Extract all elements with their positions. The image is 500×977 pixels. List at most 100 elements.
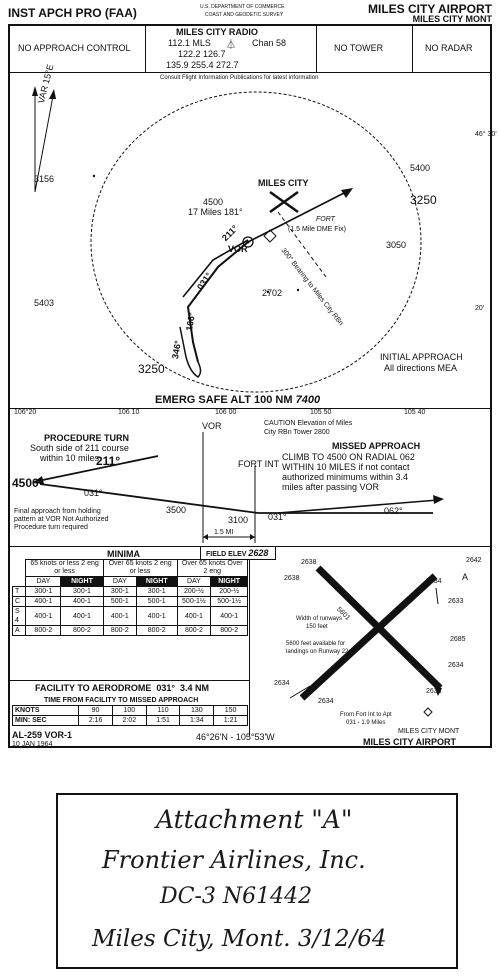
emergency-safe-altitude: EMERG SAFE ALT 100 NM 7400 xyxy=(155,394,321,406)
longitude-tick: 106 00 xyxy=(215,409,237,416)
location-header: MILES CITY MONT xyxy=(412,14,492,24)
facility-to-aerodrome: FACILITY TO AERODROME 031° 3.4 NM xyxy=(35,683,210,693)
runway-width-note: Width of runways xyxy=(296,616,343,622)
vor-label: VOR xyxy=(228,244,248,254)
outbound-211-line xyxy=(37,455,159,482)
divider xyxy=(412,24,413,72)
divider xyxy=(8,408,492,409)
fort-distance-note: 031 - 1.9 Miles xyxy=(346,720,386,726)
missed-approach-line-1: CLIMB TO 4500 ON RADIAL 062 xyxy=(282,452,415,462)
longitude-tick: 105 50 xyxy=(310,409,332,416)
runway-end-elevation: 2633 xyxy=(448,598,464,605)
magnetic-north-arrow xyxy=(34,95,54,193)
attachment-place-date: Miles City, Mont. 3/12/64 xyxy=(92,926,387,952)
longitude-tick: 106°20 xyxy=(14,409,37,416)
missed-approach-line-4: miles after passing VOR xyxy=(282,482,380,492)
info-bar xyxy=(8,24,492,73)
final-note-2: pattern at VOR Not Authorized xyxy=(14,516,109,523)
longitude-tick: 106 10 xyxy=(118,409,140,416)
radio-freq-2: 122.2 126.7 xyxy=(178,49,226,59)
col-header: DAY xyxy=(102,576,137,587)
missed-approach-line-2: WITHIN 10 MILES if not contact xyxy=(282,462,410,472)
antenna-icon: ⏃ xyxy=(226,40,236,51)
profile-vor-label: VOR xyxy=(202,421,222,431)
minima-title: MINIMA xyxy=(107,549,140,559)
runway-end-elevation: 2685 xyxy=(450,636,466,643)
airport-symbol xyxy=(269,190,299,214)
spot-elevation: 3250 xyxy=(138,362,165,376)
runway-end-elevation: 2633 xyxy=(426,688,442,695)
procedure-turn-line-2: within 10 miles xyxy=(40,453,100,463)
approach-arrow xyxy=(434,686,442,696)
missed-approach-climb xyxy=(277,499,439,514)
initial-approach-title: INITIAL APPROACH xyxy=(380,352,463,362)
radio-freq-1: 112.1 MLS xyxy=(168,38,211,48)
sector-altitude: 4500 xyxy=(203,197,224,207)
outbound-track xyxy=(182,239,249,298)
missed-approach-arrowhead xyxy=(341,188,353,198)
airport-marker-label: A xyxy=(462,572,469,582)
time-table-title: TIME FROM FACILITY TO MISSED APPROACH xyxy=(44,697,199,704)
runway-end-elevation: 2634 xyxy=(274,680,290,687)
col-header: DAY xyxy=(25,576,62,587)
true-north-arrowhead xyxy=(32,86,38,96)
radio-freq-3: 135.9 255.4 272.7 xyxy=(166,60,239,70)
field-elevation: FIELD ELEV 2628 xyxy=(206,548,269,558)
procedure-id: AL-259 VOR-1 xyxy=(12,730,73,740)
spot-elevation: 3250 xyxy=(410,193,437,207)
col-header: DAY xyxy=(176,576,212,587)
procedure-turn-line-1: South side of 211 course xyxy=(30,443,129,453)
runway-end-elevation: 2642 xyxy=(466,557,482,564)
runway-end-elevation: 2634 xyxy=(426,578,442,585)
runway-end-elevation: 2638 xyxy=(284,575,300,582)
distance-ring xyxy=(90,91,422,393)
attachment-operator: Frontier Airlines, Inc. xyxy=(102,846,366,874)
missed-approach-title: MISSED APPROACH xyxy=(332,441,421,451)
spot-elevation: 3156 xyxy=(34,174,55,184)
runway-end-elevation: 2634 xyxy=(318,698,334,705)
magnetic-north-arrowhead xyxy=(49,89,56,99)
col-header: NIGHT xyxy=(135,576,178,587)
profile-course-062: 062° xyxy=(384,506,403,516)
final-note-1: Final approach from holding xyxy=(14,508,101,515)
procedure-track xyxy=(186,241,249,363)
runway-end-elevation: 2638 xyxy=(301,559,317,566)
procedure-turn-title: PROCEDURE TURN xyxy=(44,433,130,443)
radar-status: NO RADAR xyxy=(425,43,473,53)
effective-date: 10 JAN 1964 xyxy=(12,741,53,748)
fort-int-label: FORT INT xyxy=(238,459,280,469)
divider xyxy=(145,24,146,72)
spot-elevation: 5400 xyxy=(410,163,431,173)
divider xyxy=(316,24,317,72)
profile-view xyxy=(32,432,444,543)
category-header: Over 65 knots 2 eng or less xyxy=(102,559,178,577)
divider xyxy=(8,680,249,681)
radio-channel: Chan 58 xyxy=(252,38,287,48)
runway-width-note: 150 feet xyxy=(306,624,328,630)
col-header: NIGHT xyxy=(60,576,104,587)
profile-altitude-4500: 4500 xyxy=(12,476,39,490)
attachment-aircraft: DC-3 N61442 xyxy=(160,884,313,909)
fort-label: FORT xyxy=(316,216,335,223)
minima-table: 65 knots or less 2 eng or less Over 65 k… xyxy=(11,559,249,636)
fort-distance-note: From Fort Int to Apt xyxy=(340,712,392,718)
procedure-turn-loop xyxy=(179,326,202,378)
fort-description: (1.5 Mile DME Fix) xyxy=(288,226,346,233)
notice-text: Consult Flight Information Publications … xyxy=(160,75,319,81)
inbound-031-line xyxy=(39,483,259,514)
chart-frame xyxy=(8,24,492,748)
landing-note: landings on Runway 22 xyxy=(286,649,349,655)
spot-elevation: 5403 xyxy=(34,298,55,308)
col-header: NIGHT xyxy=(210,576,248,587)
plan-view xyxy=(32,86,422,393)
profile-altitude-3100: 3100 xyxy=(228,515,249,525)
chart-title: INST APCH PRO (FAA) xyxy=(8,6,137,20)
profile-course-031: 031° xyxy=(84,488,103,498)
